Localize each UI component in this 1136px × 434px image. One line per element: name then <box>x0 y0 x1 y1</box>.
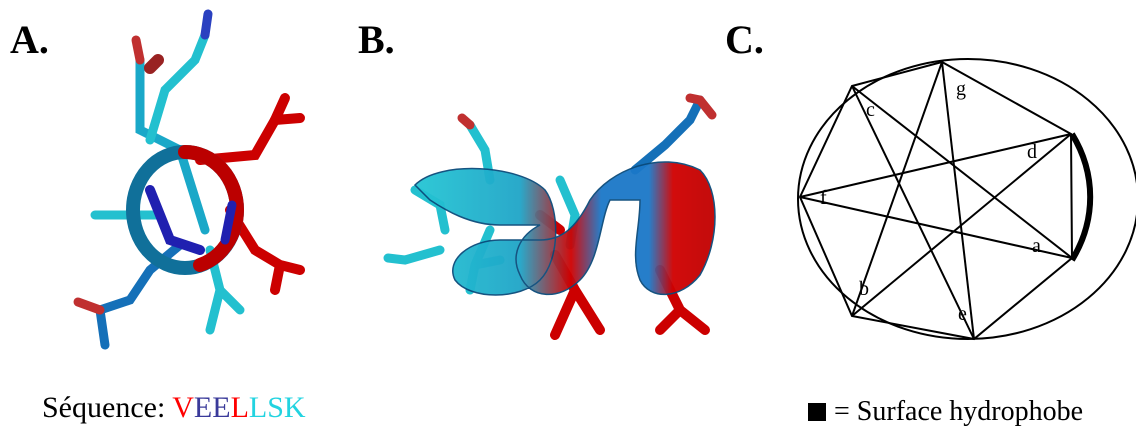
sequence-caption: Séquence: VEELLSK <box>42 393 306 423</box>
wheel-connections <box>799 61 1073 340</box>
wheel-pos-g: g <box>956 78 966 100</box>
legend-square-icon <box>808 403 826 421</box>
wheel-outline <box>798 60 1074 341</box>
wheel-pos-b: b <box>859 278 869 300</box>
sequence-residue: S <box>267 391 284 424</box>
wheel-pos-e: e <box>958 303 967 325</box>
wheel-pos-f: f <box>820 187 827 209</box>
sequence-residue: E <box>212 391 231 424</box>
panel-label-a: A. <box>10 17 49 62</box>
legend: = Surface hydrophobe <box>808 398 1083 426</box>
helix-end-view <box>73 9 305 350</box>
sequence-residue: K <box>283 391 306 424</box>
sequence-prefix: Séquence: <box>42 391 173 424</box>
legend-label: = Surface hydrophobe <box>834 396 1084 427</box>
wheel-circle <box>797 58 1136 340</box>
helical-wheel-diagram: g c d f a b e <box>797 58 1136 341</box>
sequence-residue: L <box>230 391 249 424</box>
sequence-residue: V <box>172 391 194 424</box>
panel-label-c: C. <box>725 17 764 62</box>
helix-side-view <box>383 93 717 340</box>
hydrophobic-surface-arc <box>1069 132 1094 262</box>
wheel-pos-c: c <box>866 99 875 121</box>
sequence-residue: L <box>248 391 268 424</box>
wheel-pos-a: a <box>1032 235 1041 257</box>
sequence-letters: VEELLSK <box>172 391 305 424</box>
panel-label-b: B. <box>358 17 395 62</box>
sequence-residue: E <box>193 391 213 424</box>
wheel-pos-d: d <box>1027 141 1037 163</box>
